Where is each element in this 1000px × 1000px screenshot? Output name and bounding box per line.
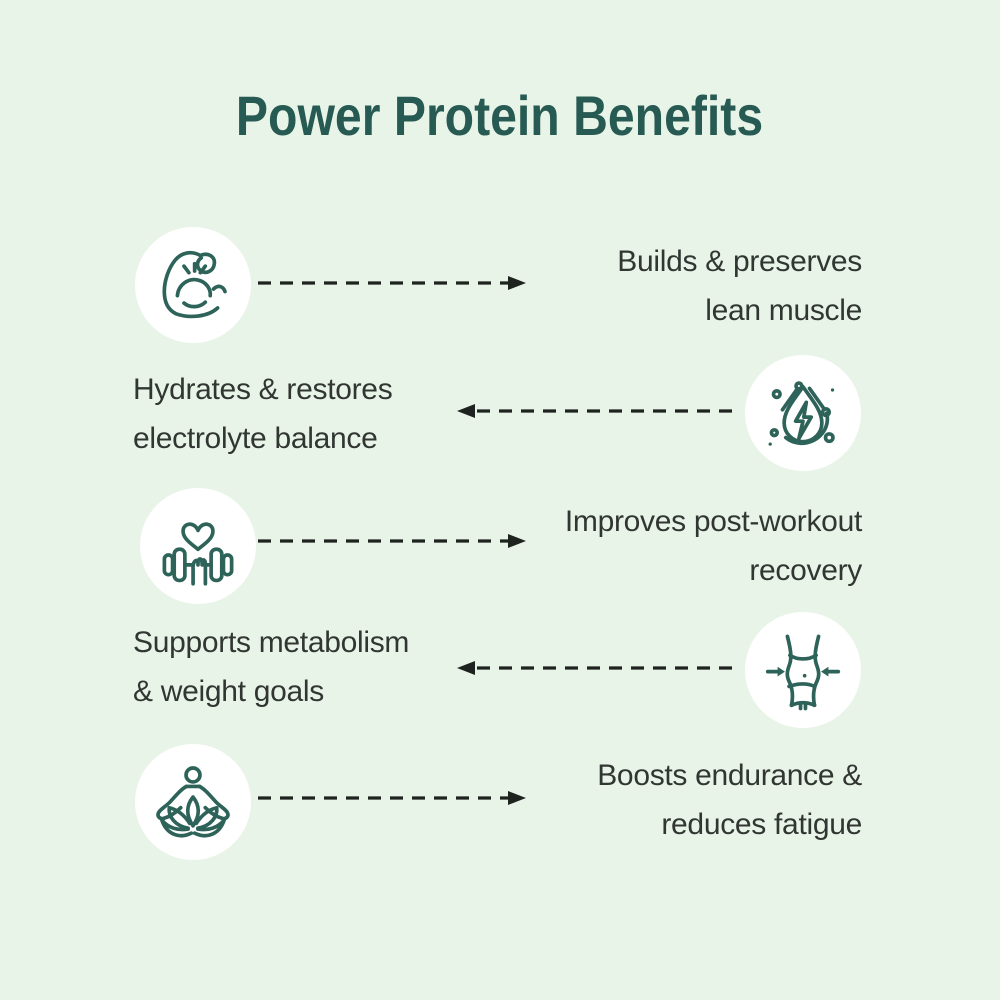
benefit-icon-circle xyxy=(140,488,256,604)
benefit-line: recovery xyxy=(749,554,862,587)
meditation-lotus-icon xyxy=(156,766,230,838)
benefit-text: Hydrates & restores electrolyte balance xyxy=(133,365,393,463)
benefit-line: Boosts endurance & xyxy=(597,759,862,792)
dashed-arrow-right xyxy=(258,533,528,549)
benefit-line: Improves post-workout xyxy=(564,505,862,538)
benefit-line: Builds & preserves xyxy=(617,245,862,278)
benefit-line: Supports metabolism xyxy=(133,626,410,659)
benefit-line: & weight goals xyxy=(133,675,324,708)
benefit-icon-circle xyxy=(745,612,861,728)
benefit-icon-circle xyxy=(745,355,861,471)
dashed-arrow-left xyxy=(457,403,740,419)
slim-waist-icon xyxy=(765,634,841,711)
benefit-text: Builds & preserves lean muscle xyxy=(617,237,862,335)
benefit-line: Hydrates & restores xyxy=(133,373,393,406)
page-title: Power Protein Benefits xyxy=(0,86,1000,146)
flexed-bicep-icon xyxy=(162,250,227,319)
benefit-text: Supports metabolism & weight goals xyxy=(133,618,409,716)
electrolyte-drop-icon xyxy=(768,381,835,446)
benefit-icon-circle xyxy=(135,227,251,343)
benefit-text: Boosts endurance & reduces fatigue xyxy=(597,751,862,849)
dashed-arrow-right xyxy=(258,790,528,806)
dashed-arrow-right xyxy=(258,275,528,291)
benefit-line: electrolyte balance xyxy=(133,422,378,455)
benefit-text: Improves post-workout recovery xyxy=(565,497,862,595)
benefit-icon-circle xyxy=(135,744,251,860)
benefit-line: lean muscle xyxy=(705,294,862,327)
dashed-arrow-left xyxy=(457,660,740,676)
dumbbell-heart-icon xyxy=(162,522,234,586)
benefit-line: reduces fatigue xyxy=(661,808,862,841)
page-title-text: Power Protein Benefits xyxy=(236,84,764,147)
